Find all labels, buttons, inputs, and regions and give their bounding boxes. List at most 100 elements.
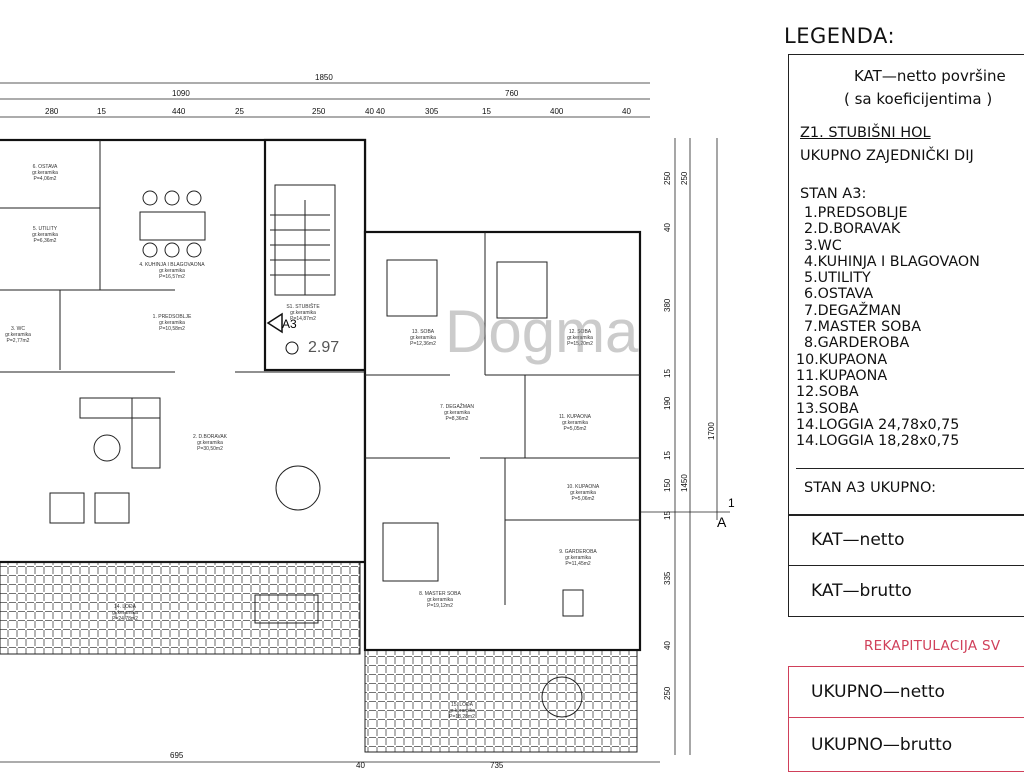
dimension-lines xyxy=(0,82,730,763)
room-label-floor: gr.keramika xyxy=(112,610,138,616)
dim-segment: 280 xyxy=(45,107,59,116)
kat-brutto-label: KAT—brutto xyxy=(811,581,912,601)
dim-segment: 15 xyxy=(482,107,491,116)
room-label-name: 4. KUHINJA I BLAGOVAONA xyxy=(139,262,205,268)
dim-segment: 250 xyxy=(312,107,326,116)
dim-bottom-left: 695 xyxy=(170,751,184,760)
legend-item: 1.PREDSOBLJE xyxy=(804,205,908,221)
section-label: A3 xyxy=(282,317,297,331)
dim-segment: 305 xyxy=(425,107,439,116)
room-label-area: P=14,87m2 xyxy=(290,316,316,322)
room-label-area: P=30,50m2 xyxy=(197,446,223,452)
legend-item: 6.OSTAVA xyxy=(804,286,874,303)
legend-header: KAT—netto površine xyxy=(854,67,1006,85)
kat-netto-label: KAT—netto xyxy=(811,530,905,550)
elevation-value: 2.97 xyxy=(308,339,339,356)
dim-vertical-segment: 250 xyxy=(663,686,672,700)
room-label-area: P=18,28m2 xyxy=(449,714,475,720)
room-label-floor: gr.keramika xyxy=(5,332,31,338)
dim-vertical-segment: 1700 xyxy=(707,422,716,440)
dim-vertical-segment: 15 xyxy=(663,511,672,520)
room-label-name: 13. SOBA xyxy=(412,329,435,335)
room-label-name: 11. KUPAONA xyxy=(559,414,592,420)
furniture xyxy=(49,190,584,718)
room-label-name: 8. MASTER SOBA xyxy=(419,591,461,597)
rekapitulacija-title: REKAPITULACIJA SV xyxy=(864,638,1001,654)
dim-segment: 40 xyxy=(376,107,385,116)
section-arrow-icon xyxy=(266,312,283,334)
dim-segment: 15 xyxy=(97,107,106,116)
room-label-floor: gr.keramika xyxy=(159,320,185,326)
dim-segment: 440 xyxy=(172,107,186,116)
room-label-area: P=10,58m2 xyxy=(159,326,185,332)
legend-item: 14.LOGGIA 18,28x0,75 xyxy=(796,433,960,450)
staircase xyxy=(270,184,336,296)
room-label-name: 5. UTILITY xyxy=(33,226,58,232)
room-label-area: P=24,78m2 xyxy=(112,616,138,622)
room-label-area: P=8,36m2 xyxy=(446,416,469,422)
dim-vertical-segment: 40 xyxy=(663,223,672,232)
kat-brutto-row: KAT—brutto xyxy=(788,565,1024,617)
dim-vertical-segment: 40 xyxy=(663,641,672,650)
room-label-floor: gr.keramika xyxy=(444,410,470,416)
ukupno-brutto-label: UKUPNO—brutto xyxy=(811,734,953,755)
room-label-name: 15. LOĐA xyxy=(451,702,474,708)
ukupno-brutto-row: UKUPNO—brutto xyxy=(788,717,1024,772)
room-label-area: P=6,36m2 xyxy=(34,238,57,244)
walls xyxy=(0,138,642,652)
dim-bottom-wall: 40 xyxy=(356,761,365,768)
room-label-name: 7. DEGAŽMAN xyxy=(440,402,474,410)
room-label-name: 10. KUPAONA xyxy=(567,484,600,490)
room-label-name: 3. WC xyxy=(11,326,25,332)
dim-vertical-segment: 250 xyxy=(680,171,689,185)
legend-z1: Z1. STUBIŠNI HOL xyxy=(800,125,931,141)
dim-vertical-segment: 15 xyxy=(663,369,672,378)
dim-right: 760 xyxy=(505,89,519,98)
room-label-floor: gr.keramika xyxy=(562,420,588,426)
room-label-area: P=5,06m2 xyxy=(572,496,595,502)
dim-segment: 25 xyxy=(235,107,244,116)
legend-common: UKUPNO ZAJEDNIČKI DIJ xyxy=(800,148,974,164)
dim-left: 1090 xyxy=(172,89,190,98)
dim-vertical-segment: 15 xyxy=(663,451,672,460)
kat-netto-row: KAT—netto xyxy=(788,514,1024,566)
legend-subheader: ( sa koeficijentima ) xyxy=(844,90,993,108)
legend-item: 10.KUPAONA xyxy=(796,351,888,368)
room-label-floor: gr.keramika xyxy=(565,555,591,561)
room-label-floor: gr.keramika xyxy=(449,708,475,714)
dim-bottom-right: 735 xyxy=(490,761,504,768)
legend-stan: STAN A3: xyxy=(800,186,867,202)
room-label-area: P=2,77m2 xyxy=(7,338,30,344)
loggia-14 xyxy=(0,561,361,655)
legend-title: LEGENDA: xyxy=(784,24,896,48)
legend-box xyxy=(788,54,1024,516)
legend-item: 13.SOBA xyxy=(796,400,859,417)
dim-vertical-segment: 1450 xyxy=(680,474,689,492)
legend-item: 2.D.BORAVAK xyxy=(804,221,901,238)
legend-panel: LEGENDA: KAT—netto površine ( sa koefici… xyxy=(760,0,1024,772)
room-label-area: P=19,12m2 xyxy=(427,603,453,609)
room-label-floor: gr.keramika xyxy=(570,490,596,496)
legend-item: 11.KUPAONA xyxy=(796,367,888,384)
ukupno-netto-row: UKUPNO—netto xyxy=(788,666,1024,718)
legend-item: 7.DEGAŽMAN xyxy=(804,302,902,319)
room-label-name: 12. SOBA xyxy=(569,329,592,335)
room-label-name: 14. LOĐA xyxy=(114,604,137,610)
legend-item: 3.WC xyxy=(804,237,842,254)
room-label-floor: gr.keramika xyxy=(427,597,453,603)
